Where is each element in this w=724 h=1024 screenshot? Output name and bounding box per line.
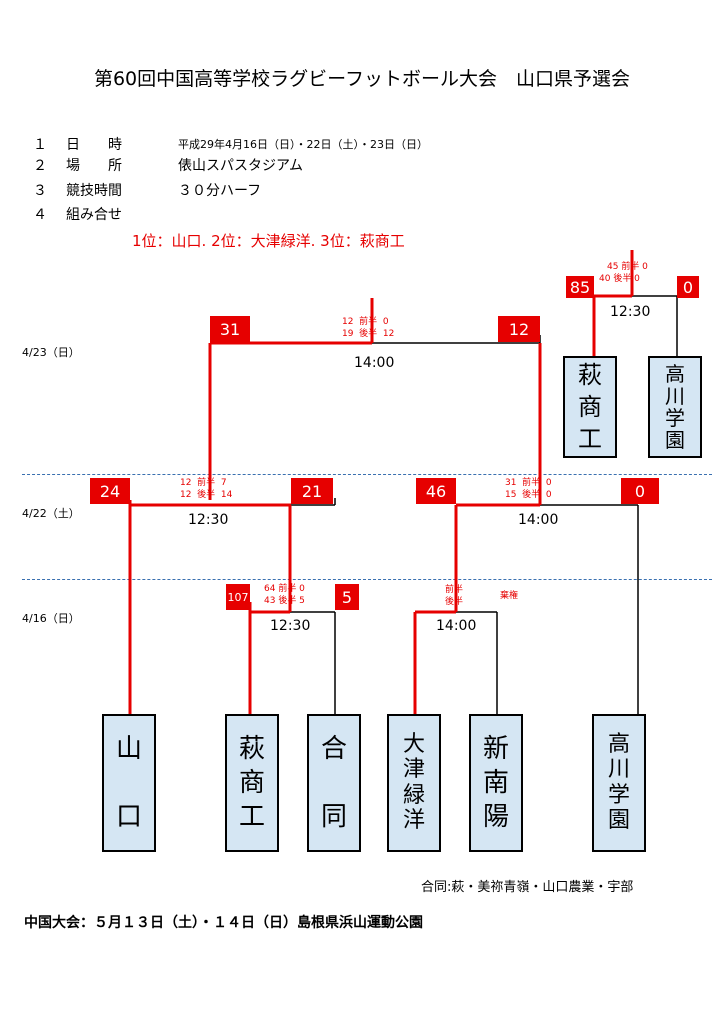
- score-third-right: 0: [677, 276, 699, 298]
- team-char: 萩: [578, 361, 602, 389]
- half-scores-final: 12 前半 0 19 後半 12: [342, 316, 394, 340]
- half-scores-r1a: 64 前半 0 43 後半 5: [264, 583, 305, 607]
- team-char: 高: [665, 362, 685, 386]
- team-hagi-shoko: 萩 商 工: [225, 714, 279, 852]
- team-takagawa-third: 高 川 学 園: [648, 356, 702, 458]
- team-char: 高: [607, 732, 630, 757]
- info-num: ４: [33, 207, 47, 223]
- score-third-left: 85: [566, 276, 594, 298]
- team-char: 大: [402, 732, 425, 757]
- score-r1a-right: 5: [335, 584, 359, 610]
- info-label: 組み合せ: [66, 207, 122, 223]
- info-num: ２: [33, 158, 47, 174]
- team-char: 商: [578, 393, 602, 421]
- team-yamaguchi: 山 口: [102, 714, 156, 852]
- team-char: 園: [607, 807, 630, 833]
- team-char: 同: [320, 802, 347, 832]
- first-half: 12 前半 7: [180, 478, 227, 488]
- kickoff-time-r1a: 12:30: [270, 618, 311, 634]
- score-sfb-left: 46: [416, 478, 456, 504]
- kickoff-time-sfb: 14:00: [518, 512, 559, 528]
- info-label: 場 所: [66, 158, 122, 174]
- team-char: 山: [115, 734, 142, 764]
- first-half: 31 前半 0: [505, 478, 552, 488]
- info-value: 俵山スパスタジアム: [178, 158, 304, 174]
- team-otsu-ryokuyo: 大 津 緑 洋: [387, 714, 441, 852]
- second-half: 19 後半 12: [342, 329, 395, 339]
- kickoff-time-r1b: 14:00: [436, 618, 477, 634]
- round-divider: [22, 579, 712, 580]
- score-final-left: 31: [210, 316, 250, 342]
- score-sfa-right: 21: [291, 478, 333, 504]
- info-num: １: [33, 137, 47, 153]
- info-row-place: ２ 場 所 俵山スパスタジアム: [0, 155, 724, 174]
- team-shinnanyo: 新 南 陽: [469, 714, 523, 852]
- info-row-duration: ３ 競技時間 ３０分ハーフ: [0, 180, 724, 199]
- team-char: 学: [607, 782, 630, 808]
- half-scores-sfa: 12 前半 7 12 後半 14: [180, 477, 232, 501]
- team-takagawa-gakuen: 高 川 学 園: [592, 714, 646, 852]
- date-label-22: 4/22（土）: [22, 507, 80, 520]
- final-standings: 1位：山口. 2位：大津緑洋. 3位：萩商工: [132, 232, 405, 250]
- team-char: 陽: [482, 802, 509, 832]
- score-r1a-left: 107: [226, 584, 250, 610]
- team-char: 学: [665, 406, 685, 430]
- team-char: 津: [402, 757, 425, 783]
- info-label: 日 時: [66, 137, 122, 153]
- second-half: 後半: [445, 597, 464, 607]
- team-char: 口: [115, 802, 142, 832]
- second-half: 12 後半 14: [180, 490, 233, 500]
- kickoff-time-final: 14:00: [354, 355, 395, 371]
- team-char: 萩: [238, 734, 265, 764]
- info-label: 競技時間: [66, 183, 122, 199]
- info-value: 平成29年4月16日（日）・22日（土）・23日（日）: [178, 138, 428, 151]
- score-final-right: 12: [498, 316, 540, 342]
- kickoff-time-third: 12:30: [610, 304, 651, 320]
- second-half: 40 後半 0: [599, 274, 640, 284]
- team-char: 川: [607, 757, 630, 783]
- first-half: 12 前半 0: [342, 317, 389, 327]
- info-row-date: １ 日 時 平成29年4月16日（日）・22日（土）・23日（日）: [0, 134, 724, 153]
- team-char: 商: [238, 768, 265, 798]
- second-half: 43 後半 5: [264, 596, 305, 606]
- team-char: 南: [482, 768, 509, 798]
- team-godo: 合 同: [307, 714, 361, 852]
- first-half: 45 前半 0: [607, 262, 648, 272]
- info-value: ３０分ハーフ: [178, 183, 262, 199]
- kickoff-time-sfa: 12:30: [188, 512, 229, 528]
- page-title: 第60回中国高等学校ラグビーフットボール大会 山口県予選会: [93, 68, 631, 90]
- score-sfb-right: 0: [621, 478, 659, 504]
- chugoku-tournament-info: 中国大会：５月１３日（土）・１４日（日）島根県浜山運動公園: [24, 915, 423, 931]
- info-num: ３: [33, 183, 47, 199]
- half-scores-third: 45 前半 0 40 後半 0: [599, 261, 648, 285]
- forfeit-note: 棄権: [500, 591, 519, 601]
- round-divider: [22, 474, 712, 475]
- team-char: 緑: [402, 782, 425, 808]
- team-char: 工: [238, 802, 265, 832]
- first-half: 64 前半 0: [264, 584, 305, 594]
- first-half: 前半: [445, 585, 464, 595]
- team-char: 洋: [402, 807, 425, 833]
- joint-team-note: 合同:萩・美祢青嶺・山口農業・宇部: [421, 880, 634, 895]
- half-scores-sfb: 31 前半 0 15 後半 0: [505, 477, 552, 501]
- team-char: 園: [665, 428, 685, 452]
- info-row-bracket: ４ 組み合せ: [0, 204, 724, 223]
- date-label-23: 4/23（日）: [22, 346, 80, 359]
- score-sfa-left: 24: [90, 478, 130, 504]
- team-char: 合: [320, 734, 347, 764]
- team-char: 新: [482, 734, 509, 764]
- team-hagi-shoko-third: 萩 商 工: [563, 356, 617, 458]
- date-label-16: 4/16（日）: [22, 612, 80, 625]
- second-half: 15 後半 0: [505, 490, 552, 500]
- half-scores-r1b: 前半後半: [445, 584, 463, 608]
- team-char: 川: [665, 384, 685, 408]
- team-char: 工: [578, 425, 602, 453]
